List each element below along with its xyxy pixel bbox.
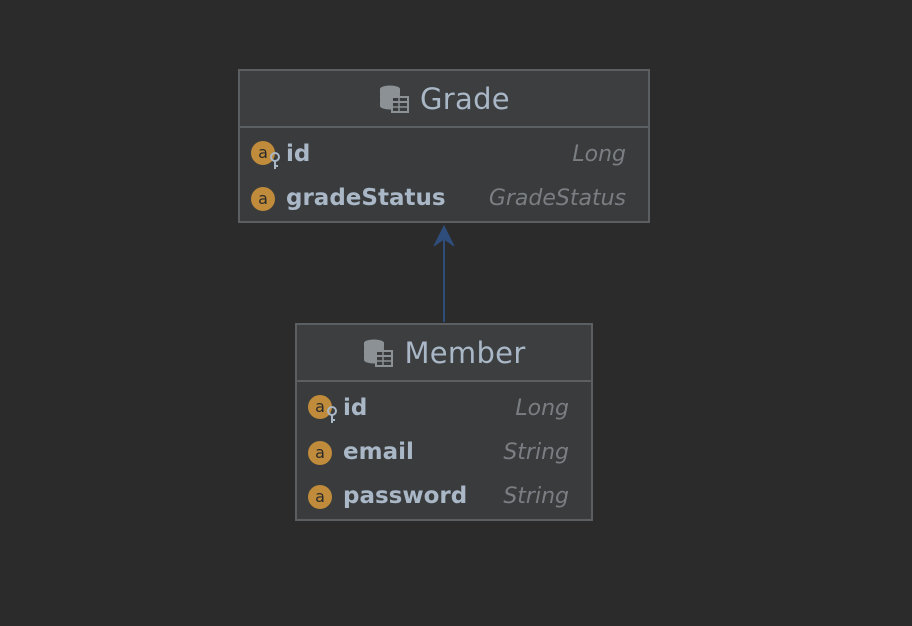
- attribute-name: gradeStatus: [286, 185, 446, 211]
- attribute-name: password: [343, 483, 468, 509]
- svg-text:a: a: [258, 143, 268, 162]
- grade-entity-header[interactable]: Grade: [240, 71, 648, 128]
- grade-entity-box[interactable]: Grade a id Long: [238, 69, 650, 223]
- member-entity-title: Member: [404, 335, 526, 370]
- attribute-type: String: [503, 483, 569, 509]
- attribute-type: Long: [572, 141, 626, 167]
- attribute-row[interactable]: a gradeStatus GradeStatus: [240, 176, 648, 220]
- attribute-icon: a: [307, 438, 339, 468]
- svg-text:a: a: [315, 443, 325, 462]
- member-attribute-list: a id Long a email String: [297, 382, 591, 518]
- member-entity-box[interactable]: Member a id Long: [295, 323, 593, 521]
- grade-entity-title: Grade: [420, 81, 510, 116]
- attribute-row[interactable]: a password String: [297, 474, 591, 518]
- primary-key-attribute-icon: a: [250, 140, 282, 170]
- attribute-name: email: [343, 439, 414, 465]
- member-entity-header[interactable]: Member: [297, 325, 591, 382]
- primary-key-attribute-icon: a: [307, 394, 339, 424]
- database-table-icon: [378, 83, 410, 115]
- attribute-type: String: [503, 439, 569, 465]
- attribute-icon: a: [307, 482, 339, 512]
- attribute-name: id: [286, 141, 311, 167]
- database-table-icon: [362, 337, 394, 369]
- attribute-row[interactable]: a email String: [297, 430, 591, 474]
- svg-text:a: a: [258, 189, 268, 208]
- svg-text:a: a: [315, 487, 325, 506]
- attribute-row[interactable]: a id Long: [240, 132, 648, 176]
- attribute-row[interactable]: a id Long: [297, 386, 591, 430]
- attribute-type: Long: [515, 395, 569, 421]
- grade-attribute-list: a id Long a gradeStatus GradeS: [240, 128, 648, 220]
- attribute-icon: a: [250, 184, 282, 214]
- attribute-type: GradeStatus: [488, 185, 626, 211]
- connector-arrowhead: [433, 224, 455, 247]
- attribute-name: id: [343, 395, 368, 421]
- svg-text:a: a: [315, 397, 325, 416]
